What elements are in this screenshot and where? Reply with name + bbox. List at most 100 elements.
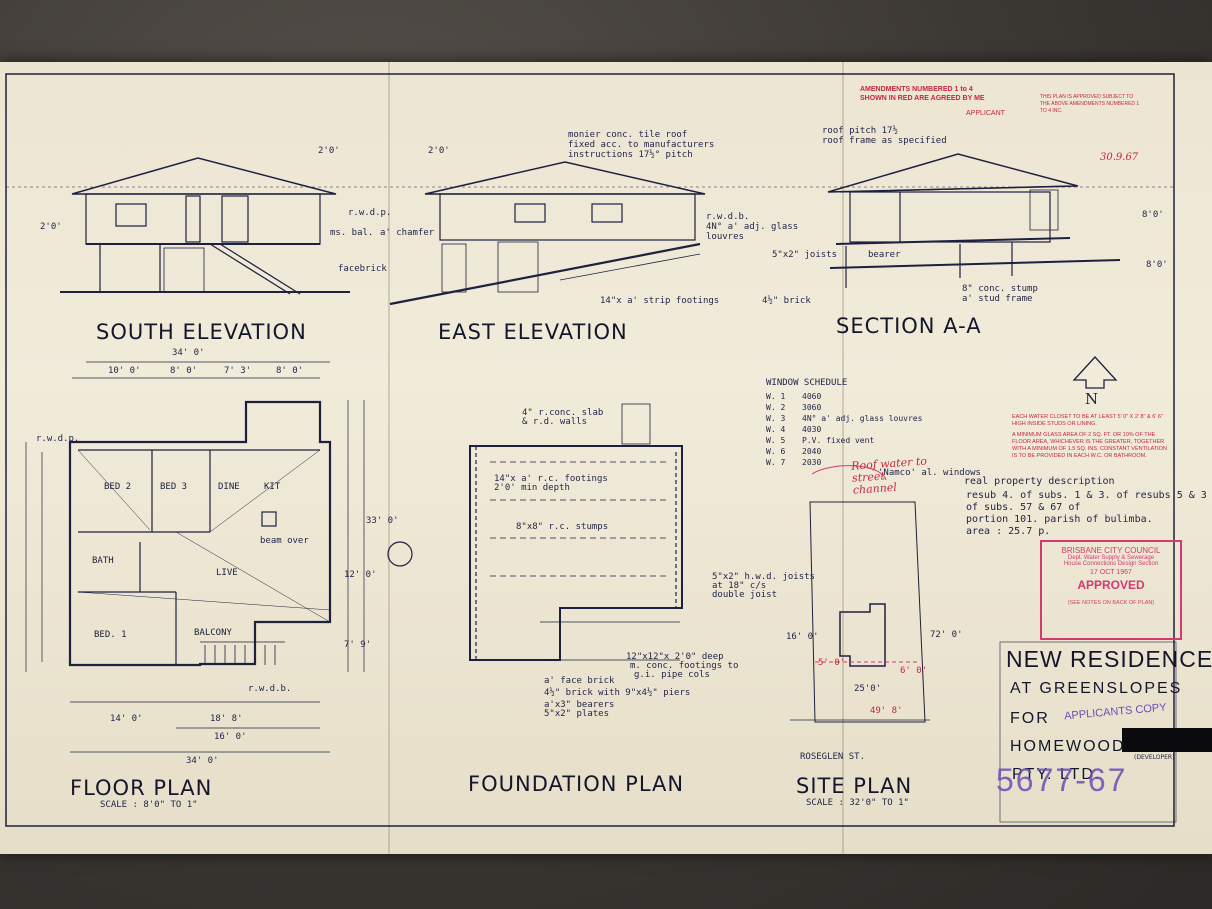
site-plan-scale: SCALE : 32'0" TO 1" [806, 798, 909, 808]
site-plan-title: SITE PLAN [796, 774, 913, 798]
window-schedule-row: W. 1 4060 [766, 392, 922, 403]
property-line: portion 101. parish of bulimba. [966, 514, 1153, 525]
south-elevation-title: SOUTH ELEVATION [96, 320, 307, 344]
title-block-line2: AT GREENSLOPES [1010, 680, 1183, 697]
dim-label: 7' 9' [344, 640, 372, 650]
note: fixed acc. to manufacturers [568, 140, 715, 150]
window-code: 3060 [802, 403, 822, 412]
note: 14"x a' strip footings [600, 296, 720, 306]
window-schedule-heading: WINDOW SCHEDULE [766, 378, 848, 388]
council-name: BRISBANE CITY COUNCIL [1061, 546, 1161, 555]
window-schedule-row: W. 4 4030 [766, 425, 922, 436]
note: at 18" c/s [712, 581, 767, 591]
window-code: P.V. fixed vent [802, 436, 875, 445]
note: monier conc. tile roof [568, 130, 688, 140]
room-label: BALCONY [194, 628, 232, 638]
property-heading: real property description [964, 476, 1115, 487]
amend-stamp-line: AMENDMENTS NUMBERED 1 to 4 [860, 86, 973, 93]
dim-label: 16' 0' [786, 632, 819, 642]
dim-label: 25'0' [854, 684, 882, 694]
room-label: BED. 1 [94, 630, 127, 640]
room-label: BED 2 [104, 482, 132, 492]
dim-label: 8'0' [1146, 260, 1168, 270]
room-label: KIT [264, 482, 281, 492]
fold-line [842, 62, 844, 854]
window-id: W. 1 [766, 392, 786, 401]
note: 5"x2" plates [544, 709, 610, 719]
redaction-bar [1122, 728, 1212, 752]
council-approved-stamp: BRISBANE CITY COUNCIL Dept. Water Supply… [1040, 540, 1182, 640]
note: 8" conc. stump [962, 284, 1038, 294]
note: a' face brick [544, 676, 615, 686]
dim-label: 16' 0' [214, 732, 247, 742]
title-block-line1: NEW RESIDENCE [1006, 646, 1212, 672]
council-date: 17 OCT 1967 [1090, 569, 1132, 576]
note: 5"x2" joists [772, 250, 838, 260]
north-label: N [1085, 390, 1099, 408]
council-section: House Connections Design Section [1063, 561, 1159, 567]
note: a'x3" bearers [544, 700, 615, 710]
note: 5"x2" h.w.d. joists [712, 572, 815, 582]
east-elevation-title: EAST ELEVATION [438, 320, 628, 344]
approval-stamp-line: THIS PLAN IS APPROVED SUBJECT TO [1040, 94, 1134, 100]
foundation-plan-title: FOUNDATION PLAN [468, 772, 685, 796]
dim-label: 72' 0' [930, 630, 963, 640]
council-dept: Dept. Water Supply & Sewerage [1067, 555, 1155, 561]
title-block-line4: HOMEWOOD [1010, 738, 1126, 755]
note: 4½" brick with 9"x4½" piers [544, 688, 691, 698]
room-label: BED 3 [160, 482, 188, 492]
property-line: area : 25.7 p. [966, 526, 1051, 537]
window-id: W. 3 [766, 414, 786, 423]
window-code: 4060 [802, 392, 822, 401]
approval-stamp-line: TO 4 INC. [1040, 108, 1063, 114]
dim-label: 12' 0' [344, 570, 377, 580]
window-schedule-row: W. 5 P.V. fixed vent [766, 436, 922, 447]
section-title: SECTION A-A [836, 314, 982, 338]
note: m. conc. footings to [630, 661, 739, 671]
floor-plan-scale: SCALE : 8'0" TO 1" [100, 800, 198, 810]
window-id: W. 7 [766, 458, 786, 467]
room-label: LIVE [216, 568, 238, 578]
note: a' chamfer [380, 228, 435, 238]
window-schedule-footnote: 'Namco' al. windows [878, 468, 981, 478]
note: 4½" brick [762, 296, 811, 306]
window-id: W. 4 [766, 425, 786, 434]
drawing-linework [5, 73, 1177, 827]
note: g.i. pipe cols [634, 670, 710, 680]
red-note: Roof water to street channel [850, 454, 928, 497]
amend-stamp-applicant: APPLICANT [966, 110, 1005, 117]
dim-label: 14' 0' [110, 714, 143, 724]
dim-label: 8'0' [1142, 210, 1164, 220]
note: instructions 17½° pitch [568, 150, 693, 160]
note: & r.d. walls [522, 417, 588, 427]
dim-label: 8' 0' [170, 366, 198, 376]
title-block-line5: PTY. LTD. [1012, 766, 1102, 783]
window-code: 2040 [802, 447, 822, 456]
note: 2'0' min depth [494, 483, 570, 493]
note: r.w.d.p. [348, 208, 392, 218]
window-id: W. 5 [766, 436, 786, 445]
note: ms. bal. [330, 228, 374, 238]
approval-stamp-date: 30.9.67 [1100, 152, 1139, 163]
dim-label: 5' 0' [818, 658, 846, 668]
floor-plan-title: FLOOR PLAN [70, 776, 213, 800]
dim-label: 18' 8' [210, 714, 243, 724]
window-id: W. 6 [766, 447, 786, 456]
dim-label: 33' 0' [366, 516, 399, 526]
note: 4" r.conc. slab [522, 408, 604, 418]
note: louvres [706, 232, 744, 242]
red-note: EACH WATER CLOSET TO BE AT LEAST 5' 0" X… [1012, 414, 1163, 427]
dim-label: 7' 3' [224, 366, 252, 376]
window-code: 4030 [802, 425, 822, 434]
note: beam over [260, 536, 309, 546]
note: facebrick [338, 264, 387, 274]
property-line: of subs. 57 & 67 of [966, 502, 1081, 513]
property-line: resub 4. of subs. 1 & 3. of resubs 5 & 3 [966, 490, 1207, 501]
plan-number-stamp: 5677-67 [996, 762, 1128, 798]
blueprint-sheet: SOUTH ELEVATION EAST ELEVATION SECTION A… [0, 62, 1212, 854]
note: bearer [868, 250, 901, 260]
